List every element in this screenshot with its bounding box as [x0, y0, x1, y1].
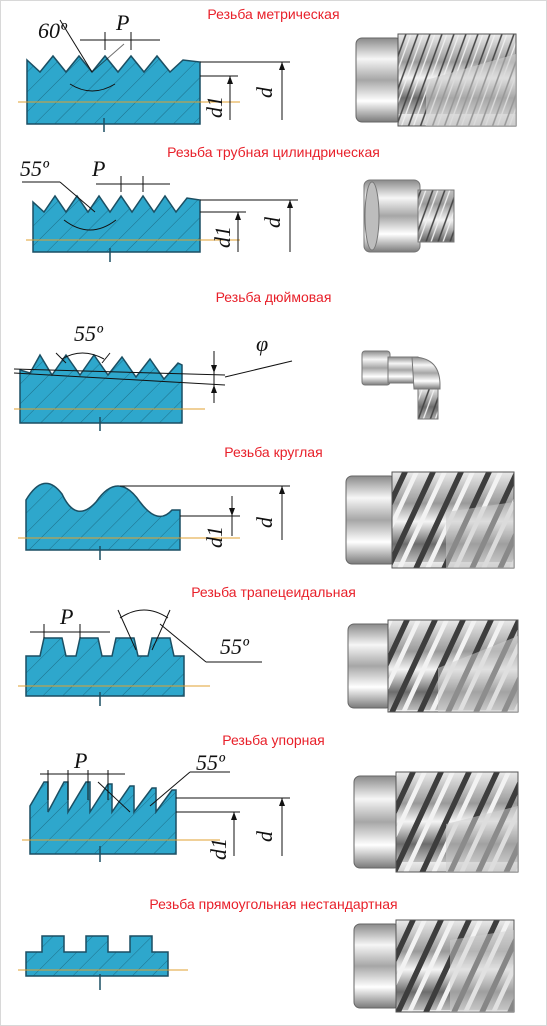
- section-pipe: Резьба трубная цилиндрическая 55º P d1 d: [0, 140, 547, 285]
- inner-diameter-label: d1: [202, 526, 227, 548]
- elbow-fitting-photo: [361, 350, 441, 420]
- section-title: Резьба упорная: [222, 732, 325, 748]
- pitch-label: P: [115, 10, 129, 35]
- buttress-thread-diagram: P 55º d1 d: [22, 748, 290, 862]
- section-title: Резьба прямоугольная нестандартная: [149, 896, 398, 912]
- buttress-thread-photo: [353, 771, 519, 873]
- round-thread-photo: [345, 471, 515, 569]
- threaded-rod-photo: [355, 33, 517, 127]
- section-title: Резьба дюймовая: [215, 289, 332, 305]
- section-metric: Резьба метрическая 60º P d1 d: [0, 0, 547, 140]
- pitch-label: P: [73, 748, 87, 773]
- angle-label: 60º: [38, 18, 68, 43]
- angle-label: 55º: [20, 156, 50, 181]
- inner-diameter-label: d1: [202, 96, 227, 118]
- inch-thread-diagram: 55º φ: [13, 321, 293, 431]
- section-inch: Резьба дюймовая 55º φ: [0, 285, 547, 440]
- outer-diameter-label: d: [252, 516, 277, 528]
- section-title: Резьба круглая: [224, 444, 323, 460]
- section-title: Резьба трубная цилиндрическая: [167, 144, 380, 160]
- outer-diameter-label: d: [252, 86, 277, 98]
- inner-diameter-label: d1: [210, 226, 235, 248]
- taper-angle-label: φ: [256, 331, 268, 356]
- metric-thread-diagram: 60º P d1 d: [18, 10, 290, 132]
- angle-label: 55º: [74, 321, 104, 346]
- section-round: Резьба круглая d1 d: [0, 440, 547, 580]
- angle-label: 55º: [196, 750, 226, 775]
- trapezoid-thread-photo: [347, 619, 519, 713]
- outer-diameter-label: d: [252, 830, 277, 842]
- outer-diameter-label: d: [260, 216, 285, 228]
- round-thread-diagram: d1 d: [18, 482, 290, 560]
- pipe-thread-diagram: 55º P d1 d: [20, 156, 298, 262]
- section-title: Резьба трапецеидальная: [191, 584, 356, 600]
- angle-label: 55º: [220, 634, 250, 659]
- section-square: Резьба прямоугольная нестандартная: [0, 890, 547, 1024]
- section-buttress: Резьба упорная P 55º d1 d: [0, 730, 547, 890]
- pipe-adapter-photo: [363, 179, 455, 253]
- pitch-label: P: [59, 604, 73, 629]
- square-thread-diagram: [18, 935, 188, 990]
- inner-diameter-label: d1: [206, 838, 231, 860]
- section-title: Резьба метрическая: [207, 6, 340, 22]
- pitch-label: P: [91, 156, 105, 181]
- trapezoid-thread-diagram: P 55º: [18, 604, 262, 706]
- section-trapezoid: Резьба трапецеидальная P 55º: [0, 580, 547, 730]
- square-thread-photo: [353, 919, 515, 1013]
